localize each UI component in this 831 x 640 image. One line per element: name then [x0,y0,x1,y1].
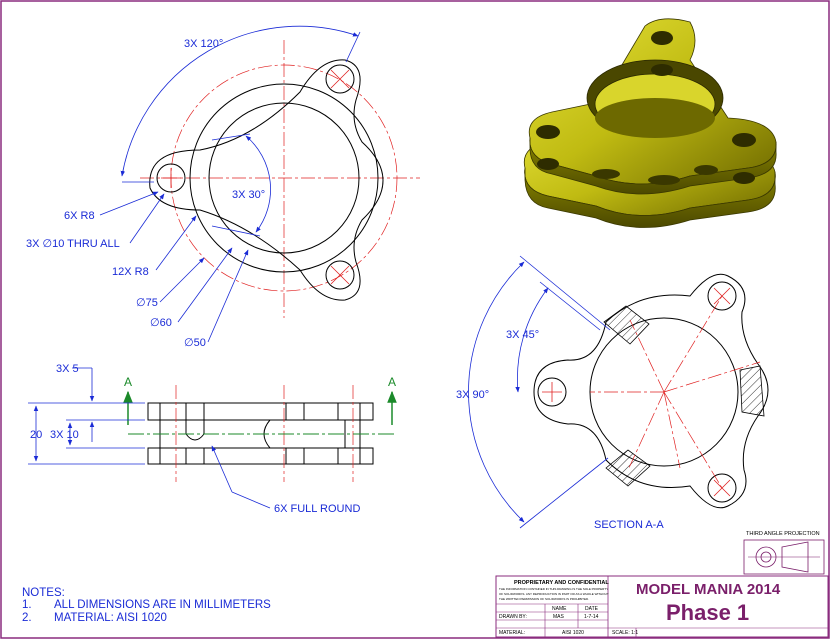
drawing-subtitle: Phase 1 [666,600,749,625]
hole-bottom [325,260,355,290]
drawn-by-label: DRAWN BY: [499,614,527,620]
notes-block: NOTES: 1. ALL DIMENSIONS ARE IN MILLIMET… [22,587,271,624]
angle-45-label: 3X 45° [506,329,539,341]
proprietary-line-1: THE INFORMATION CONTAINED IN THIS DRAWIN… [499,587,608,591]
radius-r8-label: 6X R8 [64,210,95,222]
fillet-r8-label: 12X R8 [112,266,149,278]
projection-label: THIRD ANGLE PROJECTION [746,531,820,537]
proprietary-line-2: OF SOLIDWORKS. ANY REPRODUCTION IN PART … [499,592,609,596]
drawn-by-name: MAS [553,614,565,620]
scale-label: SCALE: 1:1 [612,630,638,636]
section-view: 3X 45° 3X 90° SECTION A-A [456,255,769,531]
proprietary-line-3: THE WRITTEN PERMISSION OF SOLIDWORKS IS … [499,597,589,601]
thru-hole-label: 3X ∅10 THRU ALL [26,238,120,250]
dim-10-label: 3X 10 [50,429,79,441]
proprietary-title: PROPRIETARY AND CONFIDENTIAL [514,580,609,586]
projection-symbol: THIRD ANGLE PROJECTION [743,531,825,575]
title-block: PROPRIETARY AND CONFIDENTIAL THE INFORMA… [495,575,829,638]
section-arrow-left-label: A [124,375,132,389]
dia-50-label: ∅50 [184,337,206,349]
front-view: A A 3X 5 3X 10 20 6X FULL ROUND [28,363,397,515]
col-name-header: NAME [552,606,567,612]
col-date-header: DATE [585,606,599,612]
dim-5-label: 3X 5 [56,363,79,375]
material-label: MATERIAL: [499,630,525,636]
drawing-title: MODEL MANIA 2014 [636,581,781,598]
dia-75-label: ∅75 [136,297,158,309]
angle-30-label: 3X 30° [232,189,265,201]
dia-60-label: ∅60 [150,317,172,329]
angle-120-label: 3X 120° [184,38,223,50]
angle-90-label: 3X 90° [456,389,489,401]
material-value: AISI 1020 [562,630,584,636]
note-1-text: ALL DIMENSIONS ARE IN MILLIMETERS [54,599,271,611]
note-2-text: MATERIAL: AISI 1020 [54,612,167,624]
notes-header: NOTES: [22,587,65,599]
isometric-model [523,18,777,228]
section-title: SECTION A-A [594,519,664,531]
top-view: 3X 120° 3X 30° 6X R8 3X ∅10 THRU ALL 12X… [26,25,420,349]
note-1-num: 1. [22,599,32,611]
full-round-label: 6X FULL ROUND [274,503,360,515]
dim-20-label: 20 [30,429,42,441]
section-arrow-right-label: A [388,375,396,389]
drawn-by-date: 1-7-14 [584,614,599,620]
note-2-num: 2. [22,612,32,624]
